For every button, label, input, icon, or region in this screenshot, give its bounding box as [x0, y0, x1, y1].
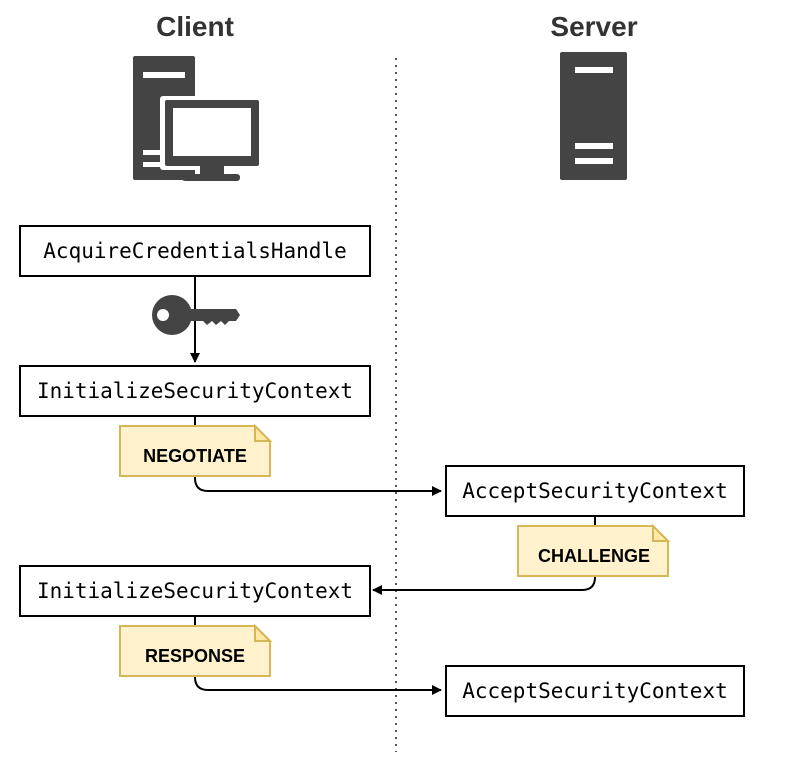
response-note: RESPONSE — [119, 623, 273, 677]
initialize-context-box-1: InitializeSecurityContext — [19, 365, 371, 417]
desktop-computer-icon — [133, 56, 264, 181]
accept-context-label-2: AcceptSecurityContext — [462, 679, 728, 703]
accept-context-box-1: AcceptSecurityContext — [445, 465, 745, 517]
challenge-label: CHALLENGE — [538, 546, 650, 566]
negotiate-note: NEGOTIATE — [119, 423, 273, 477]
negotiate-arrow — [194, 416, 442, 496]
key-icon — [152, 295, 240, 335]
negotiate-label: NEGOTIATE — [143, 446, 247, 466]
response-arrow — [194, 616, 442, 695]
accept-context-box-2: AcceptSecurityContext — [445, 665, 745, 717]
acquire-credentials-box: AcquireCredentialsHandle — [19, 225, 371, 277]
initialize-context-box-2: InitializeSecurityContext — [19, 565, 371, 617]
challenge-arrow — [372, 516, 596, 595]
accept-context-label-1: AcceptSecurityContext — [462, 479, 728, 503]
acquire-credentials-label: AcquireCredentialsHandle — [43, 239, 346, 263]
response-label: RESPONSE — [145, 646, 245, 666]
initialize-context-label-1: InitializeSecurityContext — [37, 379, 353, 403]
challenge-note: CHALLENGE — [517, 523, 671, 577]
client-title: Client — [156, 11, 234, 42]
server-tower-icon — [560, 52, 627, 180]
server-title: Server — [550, 11, 637, 42]
initialize-context-label-2: InitializeSecurityContext — [37, 579, 353, 603]
